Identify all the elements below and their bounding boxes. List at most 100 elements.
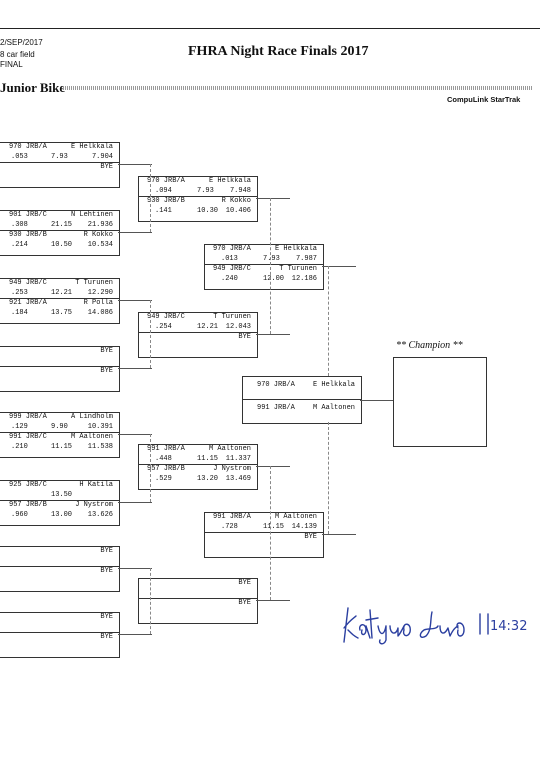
racer-name: BYE: [238, 579, 251, 587]
entry-times-row: [139, 609, 257, 619]
signature-time: 14:32: [490, 619, 527, 634]
round1-match: BYE0BYE0: [0, 612, 120, 658]
reaction-time: .141: [155, 206, 172, 215]
car-number: 901 JRB/C: [9, 211, 47, 219]
field-size: 8 car field: [0, 50, 35, 59]
elapsed-time: 12.00: [263, 274, 285, 283]
round-name: FINAL: [0, 60, 23, 69]
car-number: 970 JRB/A: [257, 381, 295, 389]
racer-name: BYE: [100, 567, 113, 575]
bracket-connector: [256, 466, 290, 467]
reaction-time: .184: [11, 308, 28, 317]
bracket-connector: [256, 198, 290, 199]
elapsed-time: 12.21: [197, 322, 219, 331]
entry-times-row: 0: [0, 577, 119, 587]
car-number: 970 JRB/A: [213, 245, 251, 253]
match-divider: [205, 532, 323, 533]
bracket-connector: [118, 368, 152, 369]
total-time: 11.538: [87, 442, 113, 451]
bracket-connector: [118, 300, 152, 301]
entry-times-row: 0: [0, 357, 119, 367]
bracket-connector: [118, 502, 152, 503]
car-number: 921 JRB/A: [9, 299, 47, 307]
reaction-time: .308: [11, 220, 28, 229]
match-divider: [0, 366, 119, 367]
elapsed-time: 7.93: [197, 186, 214, 195]
racer-name: T Turunen: [279, 265, 317, 273]
match-divider: [0, 500, 119, 501]
entry-times-row: 0: [0, 557, 119, 567]
round1-match: BYE0BYE0: [0, 346, 120, 392]
racer-name: M Aaltonen: [274, 513, 317, 521]
bracket-connector: [256, 600, 290, 601]
total-time: 21.936: [87, 220, 113, 229]
match-divider: [0, 162, 119, 163]
bracket-dashed-connector: [150, 434, 151, 502]
total-time: 12.290: [87, 288, 113, 297]
racer-name: BYE: [100, 613, 113, 621]
total-time: 12.043: [225, 322, 251, 331]
entry-car-row: BYE: [139, 579, 257, 589]
match-divider: [0, 230, 119, 231]
bracket-connector: [256, 334, 290, 335]
reaction-time: .053: [11, 152, 28, 161]
elapsed-time: 13.75: [51, 308, 73, 317]
racer-name: BYE: [100, 633, 113, 641]
elapsed-time: 9.90: [51, 422, 68, 431]
racer-name: E Helkkala: [208, 177, 251, 185]
reaction-time: .529: [155, 474, 172, 483]
entry-car-row: BYE: [0, 613, 119, 623]
match-divider: [139, 332, 257, 333]
reaction-time: .254: [155, 322, 172, 331]
entry-times-row: [205, 543, 323, 553]
entry-car-row: BYE: [0, 163, 119, 173]
bracket-connector: [118, 164, 152, 165]
bracket-connector: [118, 232, 152, 233]
racer-name: M Aaltonen: [208, 445, 251, 453]
reaction-time: .214: [11, 240, 28, 249]
elapsed-time: 13.50: [51, 490, 73, 499]
entry-car-row: BYE: [0, 547, 119, 557]
champion-box: [393, 357, 487, 447]
match-divider: [139, 464, 257, 465]
racer-name: M Aaltonen: [70, 433, 113, 441]
total-time: 7.987: [295, 254, 317, 263]
elapsed-time: 13.20: [197, 474, 219, 483]
racer-name: R Kokko: [221, 197, 251, 205]
round1-match: BYE0BYE0: [0, 546, 120, 592]
reaction-time: .210: [11, 442, 28, 451]
elapsed-time: 7.93: [263, 254, 280, 263]
elapsed-time: 10.50: [51, 240, 73, 249]
total-time: 10.534: [87, 240, 113, 249]
entry-times-row: 0: [0, 643, 119, 653]
racer-name: J Nystrom: [75, 501, 113, 509]
division-hatch-rule: [63, 86, 533, 90]
car-number: 930 JRB/B: [9, 231, 47, 239]
match-divider: [139, 598, 257, 599]
total-time: 13.469: [225, 474, 251, 483]
entry-car-row: BYE: [0, 367, 119, 377]
car-number: 957 JRB/B: [147, 465, 185, 473]
champion-label: ** Champion **: [396, 340, 463, 351]
racer-name: R Kokko: [83, 231, 113, 239]
elapsed-time: 10.30: [197, 206, 219, 215]
